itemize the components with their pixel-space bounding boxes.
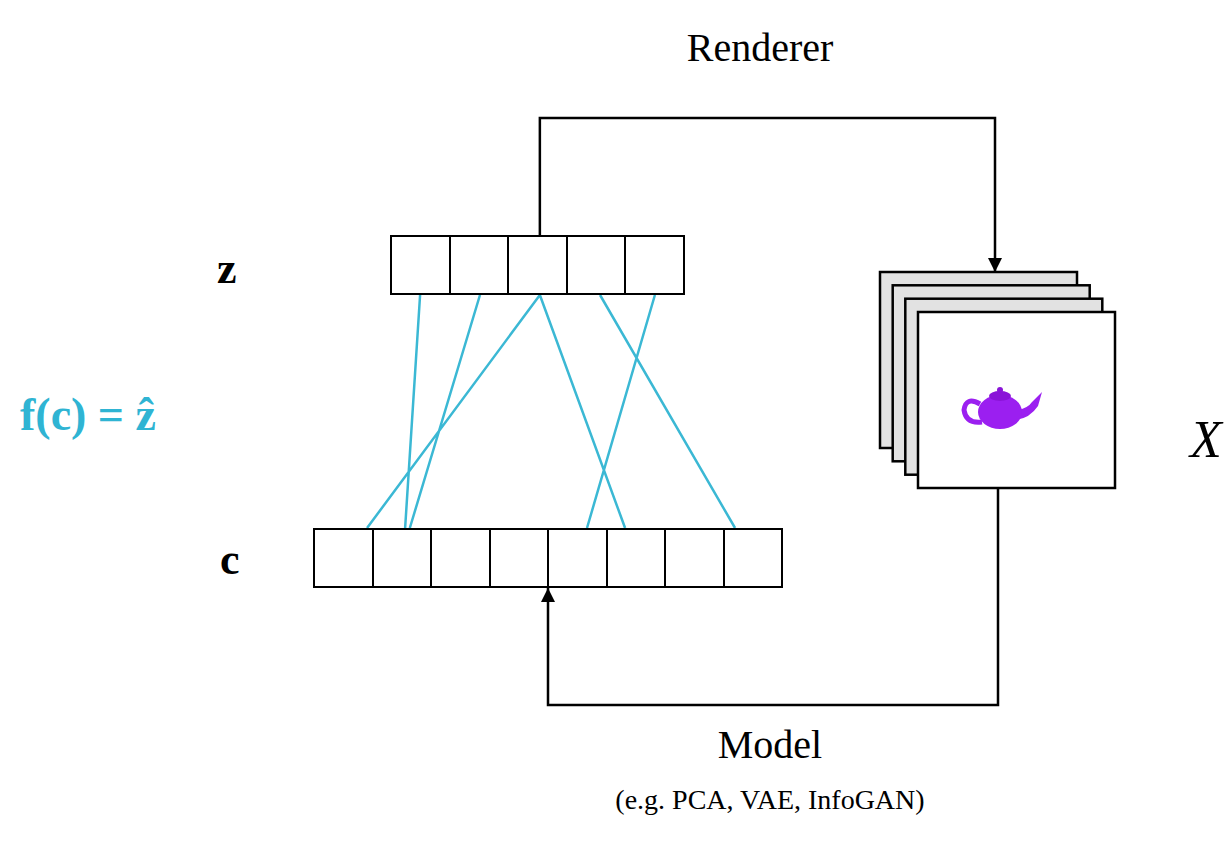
vector-cell xyxy=(392,237,449,293)
code-vector: c xyxy=(313,528,783,588)
vector-label: z xyxy=(217,245,237,293)
teapot-knob xyxy=(997,387,1003,393)
image-label: X xyxy=(1190,411,1222,468)
latent-vector: z xyxy=(390,235,685,295)
image-stack xyxy=(880,272,1115,488)
stage-label: Model xyxy=(718,723,822,767)
vector-cell xyxy=(372,530,431,586)
vector-cell xyxy=(449,237,508,293)
vector-cell xyxy=(606,530,665,586)
vector-label: c xyxy=(220,536,240,584)
vector-cell xyxy=(489,530,548,586)
function-label: f(c) = ẑ xyxy=(20,390,156,441)
vector-cell xyxy=(723,530,782,586)
vector-cell xyxy=(315,530,372,586)
vector-cell xyxy=(566,237,625,293)
image-frame xyxy=(918,312,1115,488)
flow-arrow xyxy=(548,488,998,705)
image-stack: X xyxy=(880,272,1115,488)
teapot-picture xyxy=(964,387,1042,429)
vector-cell xyxy=(507,237,566,293)
mapping-lines xyxy=(367,295,735,528)
vector-cell xyxy=(547,530,606,586)
vector-cell xyxy=(430,530,489,586)
model-examples: (e.g. PCA, VAE, InfoGAN) xyxy=(615,785,924,816)
vector-cell xyxy=(624,237,683,293)
vector-cell xyxy=(664,530,723,586)
stage-label: Renderer xyxy=(687,26,834,70)
